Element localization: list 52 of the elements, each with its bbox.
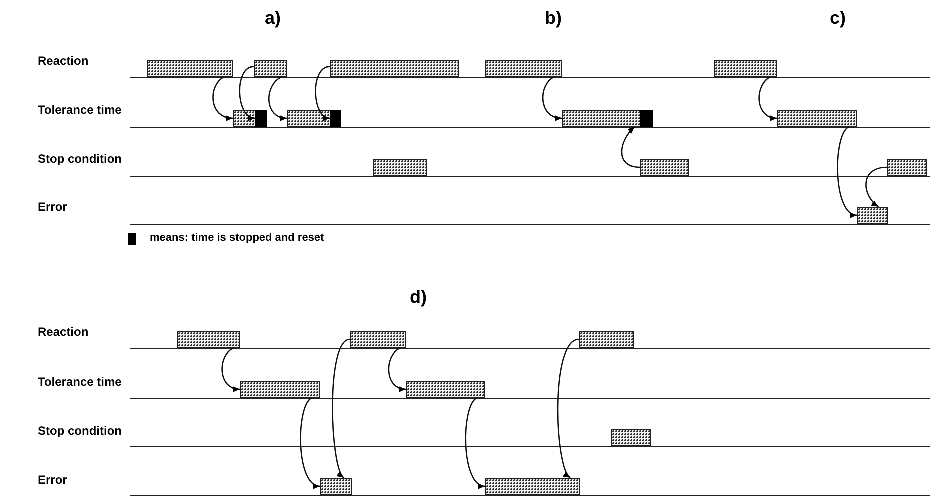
time-bar	[287, 110, 341, 127]
time-bar	[562, 110, 653, 127]
stop-reset-marker	[330, 110, 341, 127]
arrow	[866, 166, 888, 208]
time-bar	[887, 159, 927, 176]
time-bar	[485, 478, 580, 495]
arrow	[300, 398, 320, 488]
row-label: Tolerance time	[38, 103, 122, 117]
row-label: Tolerance time	[38, 375, 122, 389]
time-bar	[777, 110, 857, 127]
arrow	[465, 398, 486, 488]
time-bar	[640, 159, 689, 176]
legend-text: means: time is stopped and reset	[150, 232, 324, 244]
time-bar	[177, 331, 240, 348]
panel-label: a)	[265, 8, 282, 29]
time-bar	[485, 60, 562, 77]
time-bar	[254, 60, 287, 77]
time-bar	[579, 331, 634, 348]
arrow	[268, 76, 288, 121]
row-label: Stop condition	[38, 152, 122, 166]
panel-label: d)	[410, 287, 427, 308]
panel-label: b)	[545, 8, 562, 29]
arrow	[388, 347, 406, 392]
arrow	[212, 76, 234, 121]
arrow	[758, 76, 778, 121]
arrow	[315, 66, 330, 120]
arrow	[542, 76, 562, 121]
row-label: Stop condition	[38, 424, 122, 438]
arrow	[222, 347, 240, 392]
row-label: Reaction	[38, 325, 89, 339]
time-bar	[320, 478, 352, 495]
panel-label: c)	[830, 8, 846, 29]
time-bar	[330, 60, 459, 77]
time-bar	[350, 331, 406, 348]
time-bar	[714, 60, 777, 77]
time-bar	[857, 207, 888, 224]
time-bar	[406, 381, 485, 398]
arrow	[557, 338, 580, 478]
arrow	[239, 66, 256, 120]
stop-reset-marker	[255, 110, 267, 127]
row-label: Error	[38, 473, 68, 487]
time-bar	[611, 429, 651, 446]
time-bar	[147, 60, 233, 77]
time-bar	[233, 110, 267, 127]
arrow	[332, 338, 350, 478]
arrow	[621, 126, 640, 168]
arrow	[837, 126, 858, 216]
time-bar	[240, 381, 320, 398]
row-label: Error	[38, 200, 68, 214]
time-bar	[373, 159, 427, 176]
row-label: Reaction	[38, 54, 89, 68]
stop-reset-marker	[640, 110, 653, 127]
